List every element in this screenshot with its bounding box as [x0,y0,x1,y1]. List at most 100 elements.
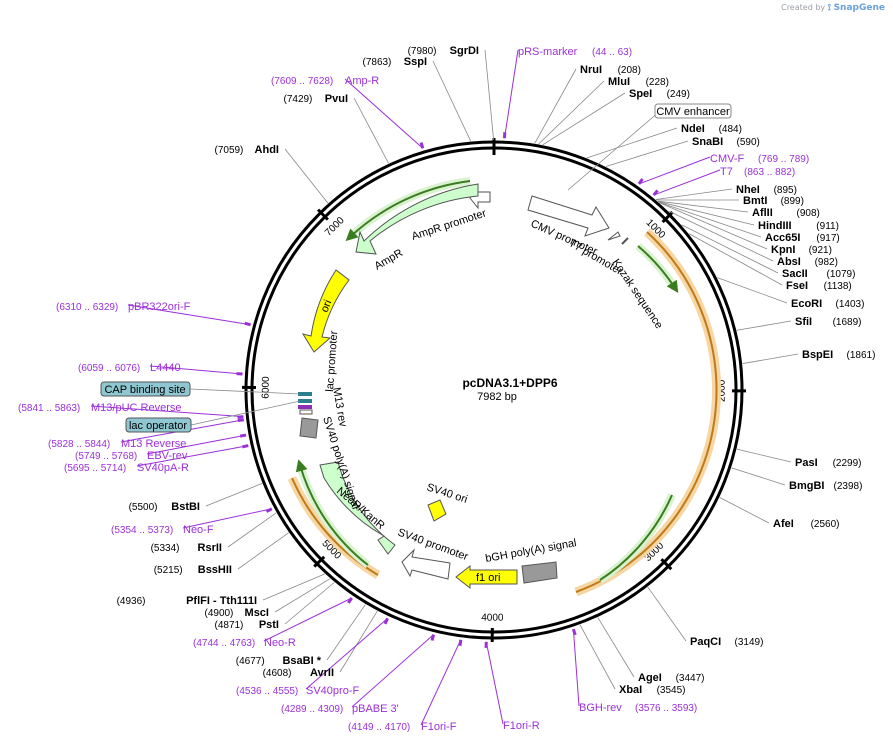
site-name: PflFI - Tth111I [186,595,257,607]
f1-ori-arrow [455,564,518,590]
site-name: PaqCI [690,636,721,648]
primer: M13 Reverse(5828 .. 5844) [48,418,244,450]
restriction-site: PflFI - Tth111I(4936) [117,595,257,607]
primer-range: (4744 .. 4763) [193,638,255,649]
tick-label: 6000 [261,376,272,399]
orf-green-2-core [599,494,673,581]
primer-range: (6059 .. 6076) [78,363,140,374]
primer: Amp-R(7609 .. 7628) [271,75,425,149]
restriction-site: AbsI(982) [777,256,838,268]
tick-mark [316,208,329,221]
site-position: (1689) [833,317,862,328]
site-name: PvuI [325,93,348,105]
site-position: (2299) [833,458,862,469]
primer-labels: pRS-marker (44 .. 63) Amp-R(7609 .. 7628) C… [18,46,809,733]
site-name: NruI [580,64,602,76]
t7-promoter-arrow [607,231,621,241]
restriction-site: AflII(908) [752,207,820,219]
primer: F1ori-R [484,641,540,732]
site-name: BsaBI * [282,655,321,667]
site-name: BmgBI [789,480,824,492]
restriction-site: SpeI(249) [629,88,690,100]
restriction-site: MscI(4900) [204,607,269,619]
primer-range: (7609 .. 7628) [271,76,333,87]
plasmid-length: 7982 bp [477,391,517,403]
restriction-site: Acc65I (917) [765,232,840,244]
cmv-promoter-arrow [527,195,610,237]
primer-name: pBABE 3' [352,703,399,715]
lac-promoter-arrow [299,409,313,415]
site-position: (1403) [836,299,865,310]
site-name: HindIII [758,220,792,232]
primer-range: (3576 .. 3593) [635,703,697,714]
site-position: (3545) [657,685,686,696]
site-name: BssHII [198,564,232,576]
restriction-site: MluI(228) [608,76,669,88]
site-name: MluI [608,76,630,88]
site-name: SspI [404,56,427,68]
restriction-site: RsrII(5334) [151,542,222,554]
primer-range: (5695 .. 5714) [64,463,126,474]
tick-mark [313,555,326,568]
restriction-site: SacII (1079) [782,268,855,280]
site-name: BspEI [802,349,833,361]
primer-name: SV40pro-F [306,685,359,697]
cap-binding-site-mark [298,392,312,396]
site-position: (1079) [827,269,856,280]
ori-arrow [301,269,350,353]
primer-range: (44 .. 63) [592,47,632,58]
site-name: AgeI [638,672,662,684]
restriction-site: BssHII(5215) [154,564,232,576]
restriction-site: NheI(895) [736,184,797,196]
restriction-site: PaqCI(3149) [690,636,763,648]
site-position: (917) [816,233,839,244]
lac-promoter-label: lac promoter [324,330,340,392]
site-position: (1861) [847,350,876,361]
site-position: (982) [815,257,838,268]
primer-name: CMV-F [710,153,745,165]
restriction-site: AfeI(2560) [773,518,840,530]
site-position: (921) [809,245,832,256]
site-name: Acc65I [765,232,800,244]
bgh-polya-block [521,561,558,584]
site-name: MscI [245,607,269,619]
site-name: SfiI [795,316,812,328]
leader-lines [90,49,799,726]
site-position: (899) [781,196,804,207]
credit-brand: SnapGene [833,3,885,13]
site-position: (7429) [283,94,312,105]
site-name: SacII [782,268,808,280]
site-position: (7059) [214,145,243,156]
cap-binding-site-label: CAP binding site [104,384,185,396]
site-name: AvrII [310,667,334,679]
orf-green-1-core [637,245,679,294]
primer: Neo-R(4744 .. 4763) [193,597,353,649]
site-name: RsrII [198,542,222,554]
primer: SV40pA-R (5695 .. 5714) [64,444,249,474]
site-name: SnaBI [692,136,723,148]
restriction-site: PasI(2299) [795,457,862,469]
plasmid-name: pcDNA3.1+DPP6 [462,376,557,390]
restriction-site: PvuI (7429) [283,93,348,105]
site-name: PstI [259,619,279,631]
primer-range: (5828 .. 5844) [48,439,110,450]
site-name: EcoRI [791,298,822,310]
primer-name: L4440 [150,362,181,374]
site-position: (2398) [834,481,863,492]
lac-operator-mark [298,399,312,403]
sv40-promoter-arrow [401,548,451,580]
primer-name: SV40pA-R [137,462,189,474]
tick-label: 4000 [481,613,504,624]
site-name: AflII [752,207,773,219]
primer: pBABE 3'(4289 .. 4309) [281,634,435,715]
restriction-site: BspEI (1861) [802,349,875,361]
primer-range: (6310 .. 6329) [56,302,118,313]
primer-name: pBR322ori-F [128,301,191,313]
tick-mark [660,558,673,571]
primer-name: pRS-marker [518,46,578,58]
site-position: (4871) [214,620,243,631]
restriction-site-labels: SgrDI(7980)SspI(7863)PvuI(7429)AhdI(7059… [117,45,876,696]
site-position: (590) [737,137,760,148]
site-name: XbaI [619,684,642,696]
restriction-site: AhdI(7059) [214,144,279,156]
